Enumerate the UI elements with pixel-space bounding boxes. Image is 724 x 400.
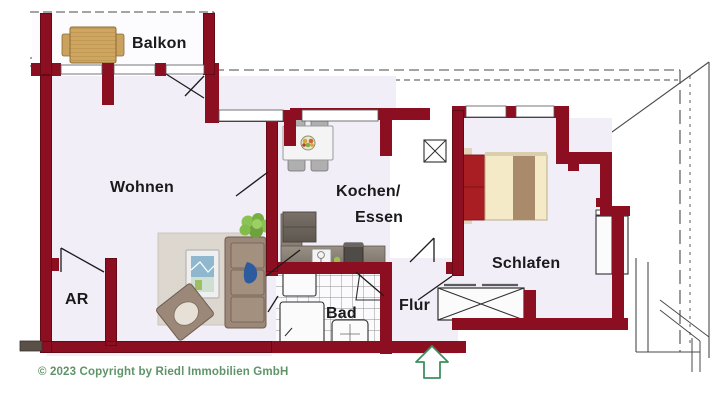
living-room-armchair xyxy=(156,283,214,341)
room-label-schlafen: Schlafen xyxy=(492,255,561,272)
entrance-arrow xyxy=(415,345,449,379)
wardrobe xyxy=(437,283,525,321)
living-room-coffee-table xyxy=(185,249,220,299)
room-label-ar: AR xyxy=(65,291,89,308)
double-bed xyxy=(458,148,548,224)
room-label-kochen: Kochen/ xyxy=(336,183,401,200)
room-label-wohnen: Wohnen xyxy=(110,179,175,196)
potted-plant xyxy=(239,213,273,238)
living-room-sofa xyxy=(224,236,267,329)
kitchen-sink xyxy=(311,248,332,265)
room-label-bad: Bad xyxy=(326,305,357,322)
windows xyxy=(19,64,555,352)
room-label-essen: Essen xyxy=(355,209,404,226)
copyright-notice: © 2023 Copyright by Riedl Immobilien Gmb… xyxy=(38,366,289,378)
balcony-table-and-chairs xyxy=(61,26,125,64)
washbasin xyxy=(282,271,317,297)
room-label-flur: Flur xyxy=(399,297,431,314)
room-label-balkon: Balkon xyxy=(132,35,187,52)
bedroom-shaft-hatch xyxy=(423,139,447,163)
bathtub xyxy=(279,301,325,345)
door-swings xyxy=(60,73,453,313)
